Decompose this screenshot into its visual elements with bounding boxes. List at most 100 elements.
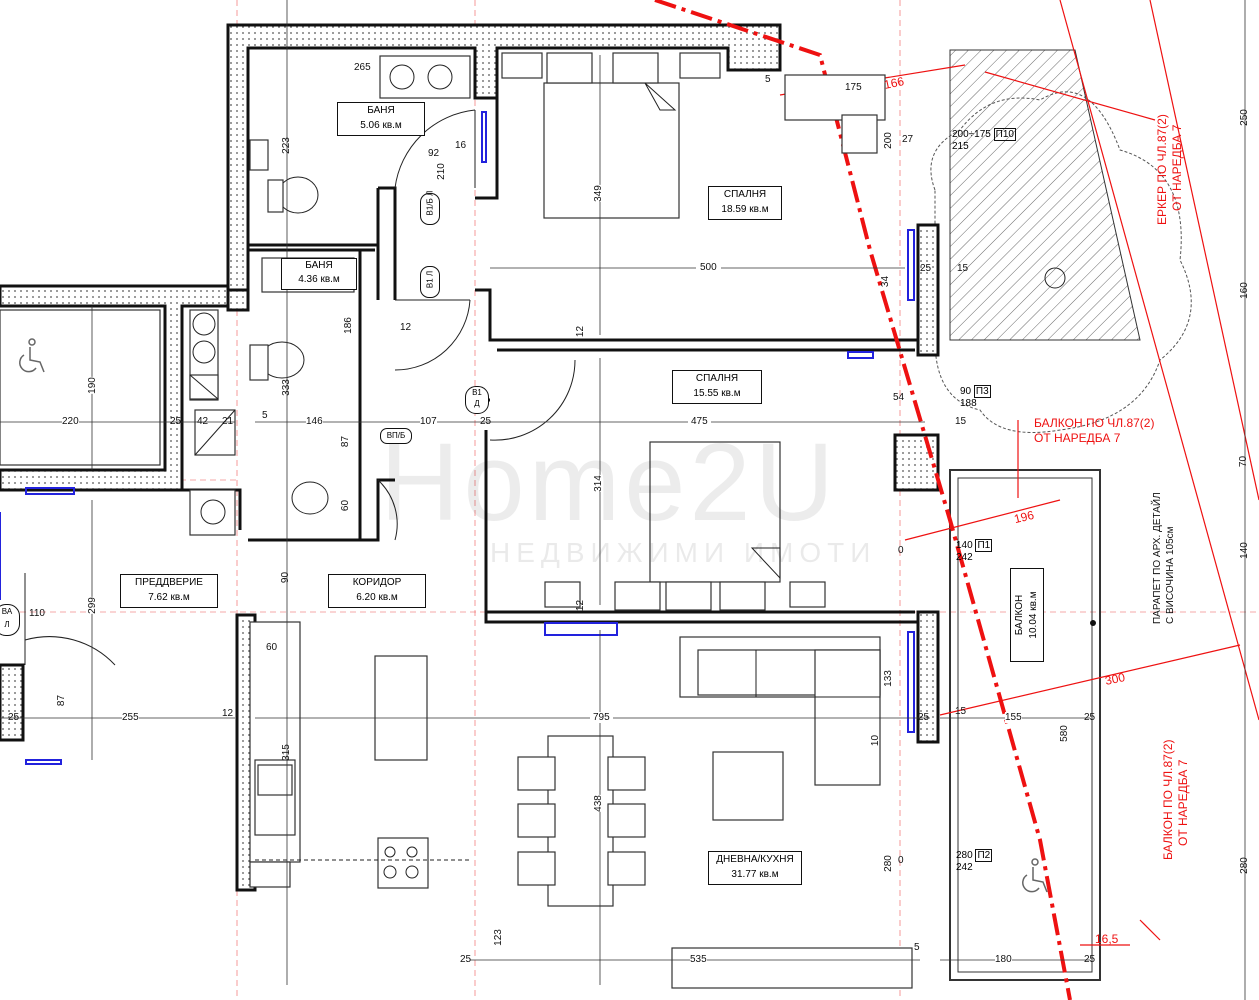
dim: 223 bbox=[280, 137, 292, 154]
dim: 333 bbox=[280, 379, 292, 396]
room-name: БАНЯ bbox=[367, 105, 395, 116]
dim: 12 bbox=[575, 599, 587, 612]
window-tag-p2: 280 П2 242 bbox=[956, 849, 993, 874]
dim: 25 bbox=[918, 712, 930, 723]
dim: 265 bbox=[354, 62, 371, 73]
room-label-corridor: КОРИДОР 6.20 кв.м bbox=[328, 574, 426, 608]
dim: 21 bbox=[222, 416, 234, 427]
dim: 12 bbox=[575, 325, 587, 338]
dim: 220 bbox=[62, 416, 79, 427]
window-bottom: 242 bbox=[956, 862, 973, 873]
dim: 15 bbox=[955, 416, 967, 427]
window-bottom: 242 bbox=[956, 552, 973, 563]
dim: 475 bbox=[688, 416, 711, 427]
room-name: ДНЕВНА/КУХНЯ bbox=[716, 854, 794, 865]
dim: 25 bbox=[8, 712, 20, 723]
window-tag-p10: 200÷175 П10 215 bbox=[952, 128, 1016, 153]
dim: 5 bbox=[262, 410, 268, 421]
window-top: 90 bbox=[960, 386, 972, 397]
red-dim-16-5: 16,5 bbox=[1095, 932, 1119, 946]
dim: 25 bbox=[1084, 712, 1096, 723]
window-code: П10 bbox=[993, 128, 1016, 141]
dim: 42 bbox=[197, 416, 209, 427]
room-area: 4.36 кв.м bbox=[298, 274, 340, 285]
door-code: В1 bbox=[472, 388, 482, 397]
dim: 140 bbox=[1238, 542, 1250, 559]
dim: 10 bbox=[870, 734, 882, 747]
dim: 5 bbox=[765, 74, 771, 85]
room-area: 31.77 кв.м bbox=[731, 869, 779, 880]
dim: 280 bbox=[882, 855, 894, 872]
dim: 280 bbox=[1238, 857, 1250, 874]
annotation-line: ОТ НАРЕДБА 7 bbox=[1034, 431, 1121, 445]
window-tag-p3: 90 П3 188 bbox=[960, 385, 991, 410]
dim: 110 bbox=[29, 608, 45, 619]
door-tag-5: ВА Л bbox=[0, 604, 20, 636]
dim: 34 bbox=[880, 275, 892, 288]
dim: 25 bbox=[480, 416, 492, 427]
room-area: 15.55 кв.м bbox=[693, 388, 741, 399]
dim: 0 bbox=[898, 545, 904, 556]
window-top: 140 bbox=[956, 540, 973, 551]
door-side: Л bbox=[4, 620, 10, 629]
dim: 54 bbox=[893, 392, 905, 403]
dim: 180 bbox=[995, 954, 1012, 965]
dim: 155 bbox=[1005, 712, 1022, 723]
door-tag-4: ВП/Б bbox=[380, 428, 412, 444]
dim: 190 bbox=[86, 377, 98, 394]
dim: 15 bbox=[955, 706, 967, 717]
room-area: 18.59 кв.м bbox=[721, 204, 769, 215]
dim: 90 bbox=[280, 571, 292, 584]
room-label-bath-2: БАНЯ 4.36 кв.м bbox=[281, 258, 357, 290]
dim: 92 bbox=[428, 148, 440, 159]
window-code: П1 bbox=[975, 539, 993, 552]
dim: 175 bbox=[845, 82, 862, 93]
window-code: П3 bbox=[973, 385, 991, 398]
door-side: Д bbox=[474, 399, 480, 408]
dim: 87 bbox=[340, 435, 352, 448]
dim: 200 bbox=[882, 132, 894, 149]
bed-master bbox=[501, 52, 886, 219]
walls bbox=[0, 23, 940, 892]
dim: 255 bbox=[122, 712, 139, 723]
room-area: 7.62 кв.м bbox=[148, 592, 190, 603]
dim: 535 bbox=[690, 954, 707, 965]
dim: 25 bbox=[460, 954, 472, 965]
dim: 15 bbox=[957, 263, 969, 274]
dim: 25 bbox=[170, 416, 182, 427]
window-bottom: 215 bbox=[952, 141, 969, 152]
dim: 107 bbox=[420, 416, 437, 427]
room-area: 6.20 кв.м bbox=[356, 592, 398, 603]
dim: 60 bbox=[266, 642, 278, 653]
dim: 146 bbox=[306, 416, 323, 427]
dim: 0 bbox=[898, 855, 904, 866]
window-code: П2 bbox=[975, 849, 993, 862]
room-label-balcony: БАЛКОН 10.04 кв.м bbox=[1010, 568, 1044, 662]
dim: 299 bbox=[86, 597, 98, 614]
dim: 60 bbox=[340, 499, 352, 512]
door-code: ВА bbox=[1, 607, 13, 616]
dim: 16 bbox=[455, 140, 467, 151]
dim: 12 bbox=[222, 708, 234, 719]
dim: 500 bbox=[696, 262, 721, 273]
window-tag-p1: 140 П1 242 bbox=[956, 539, 993, 564]
dim: 87 bbox=[56, 694, 68, 707]
annotation-balcony-upper: БАЛКОН ПО ЧЛ.87(2) ОТ НАРЕДБА 7 bbox=[1034, 416, 1154, 446]
room-area: 5.06 кв.м bbox=[360, 120, 402, 131]
dim: 25 bbox=[920, 263, 932, 274]
dim: 186 bbox=[342, 317, 354, 334]
room-label-bedroom-1: СПАЛНЯ 18.59 кв.м bbox=[708, 186, 782, 220]
bed-second bbox=[544, 441, 826, 611]
room-label-entrance: ПРЕДДВЕРИЕ 7.62 кв.м bbox=[120, 574, 218, 608]
room-label-bath-1: БАНЯ 5.06 кв.м bbox=[337, 102, 425, 136]
room-name: КОРИДОР bbox=[352, 577, 402, 588]
dim: 70 bbox=[1238, 455, 1250, 468]
dim: 27 bbox=[902, 134, 914, 145]
dim: 315 bbox=[280, 744, 292, 761]
dim: 133 bbox=[882, 670, 894, 687]
blue-markers bbox=[0, 111, 915, 765]
door-tag-1: В1/Б Л bbox=[420, 191, 440, 225]
dim: 12 bbox=[400, 322, 412, 333]
